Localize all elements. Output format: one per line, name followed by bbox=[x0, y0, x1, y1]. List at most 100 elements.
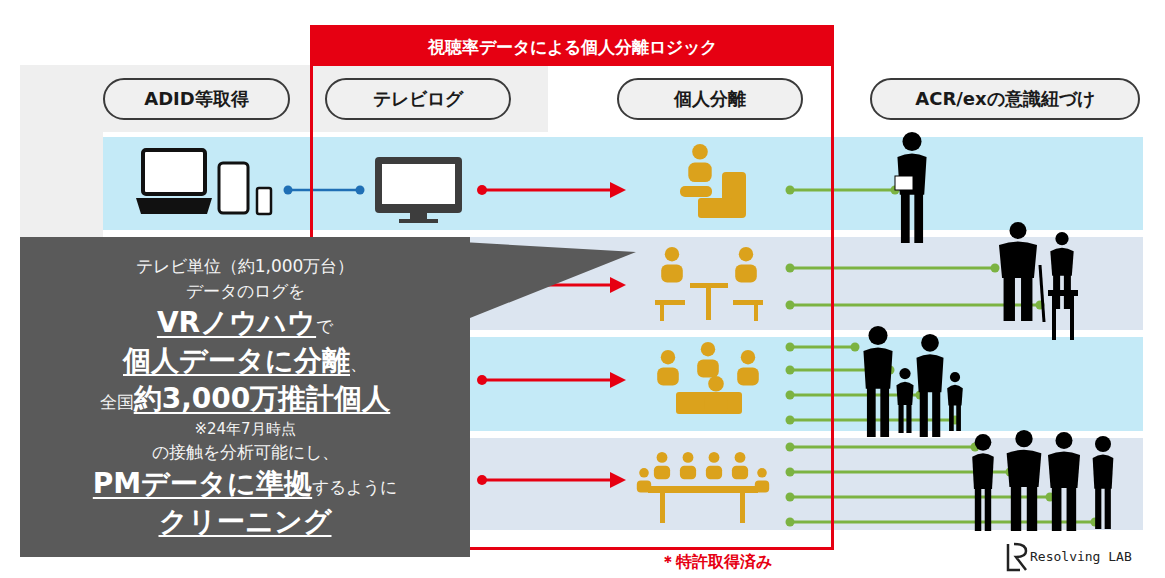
node-text: VRノウハウ bbox=[157, 306, 316, 339]
header-ground bbox=[20, 65, 548, 132]
line-dot bbox=[786, 416, 795, 425]
logo-text: Resolving LAB bbox=[1030, 549, 1132, 564]
red-arrow bbox=[482, 479, 614, 482]
callout-line: 個人データに分離、 bbox=[123, 342, 367, 380]
line-dot bbox=[786, 468, 795, 477]
node-text: で bbox=[316, 316, 333, 336]
arrow-head bbox=[610, 472, 626, 488]
laptop-base bbox=[136, 198, 212, 214]
line-dot bbox=[786, 366, 795, 375]
gold-lap bbox=[680, 186, 712, 197]
red-arrow bbox=[482, 379, 614, 382]
node-text: ※24年7月時点 bbox=[194, 420, 295, 438]
node-text: の接触を分析可能にし、 bbox=[152, 442, 339, 462]
silhouette-leg bbox=[920, 391, 928, 437]
silhouette-head bbox=[1055, 232, 1068, 245]
logo-mark bbox=[1008, 544, 1026, 570]
red-arrow bbox=[482, 189, 614, 192]
link-dot bbox=[356, 186, 365, 195]
silhouette-leg bbox=[1067, 487, 1077, 531]
gold-table bbox=[690, 283, 728, 288]
header-pill: ACR/exの意識紐づけ bbox=[870, 78, 1140, 120]
gold-person-head bbox=[683, 452, 694, 463]
silhouette-body bbox=[1093, 454, 1114, 488]
gold-person-body bbox=[654, 466, 670, 480]
silhouette-leg bbox=[1095, 488, 1101, 529]
gold-person-body bbox=[737, 367, 759, 385]
phone bbox=[257, 188, 271, 214]
gold-person-body bbox=[755, 481, 769, 493]
line-dot bbox=[851, 343, 860, 352]
node-text: 個人分離 bbox=[674, 87, 746, 111]
laptop-screen bbox=[143, 150, 205, 194]
line-dot bbox=[786, 343, 795, 352]
green-line bbox=[790, 267, 995, 270]
silhouette-leg bbox=[914, 194, 923, 243]
silhouette-body bbox=[947, 385, 963, 406]
line-dot bbox=[786, 301, 795, 310]
arrow-head bbox=[610, 372, 626, 388]
monitor-screen bbox=[382, 164, 455, 204]
silhouette-leg bbox=[975, 488, 981, 531]
arrow-dot bbox=[477, 375, 487, 385]
silhouette-leg bbox=[867, 388, 876, 437]
silhouette-leg bbox=[906, 404, 911, 433]
silhouette-body bbox=[863, 348, 892, 389]
node-text: 視聴率データによる個人分離ロジック bbox=[428, 36, 717, 59]
silhouette-head bbox=[1056, 432, 1073, 449]
gold-person-head bbox=[701, 342, 715, 356]
gold-person-body bbox=[704, 395, 727, 415]
node-text: ADID等取得 bbox=[144, 87, 249, 111]
gold-seat bbox=[655, 300, 685, 305]
gold-person-head bbox=[657, 452, 668, 463]
node-text: テレビログ bbox=[373, 87, 463, 111]
silhouette-head bbox=[899, 368, 910, 379]
node-text: データのログを bbox=[186, 281, 305, 301]
silhouette-head bbox=[921, 334, 939, 352]
callout-panel: テレビ単位（約1,000万台） データのログを VRノウハウで個人データに分離、全国… bbox=[20, 237, 470, 557]
cane bbox=[1040, 265, 1044, 322]
silhouette-leg bbox=[1004, 277, 1015, 321]
silhouette-head bbox=[950, 372, 960, 382]
monitor-stand bbox=[410, 213, 427, 220]
node-text: テレビ単位（約1,000万台） bbox=[136, 256, 355, 276]
gold-person-body bbox=[688, 163, 711, 183]
arrow-dot bbox=[477, 185, 487, 195]
gold-person-body bbox=[697, 359, 719, 377]
gold-table-leg bbox=[660, 493, 665, 523]
silhouette-head bbox=[902, 132, 921, 151]
gold-person-head bbox=[739, 247, 753, 261]
callout-line: ※24年7月時点 bbox=[194, 418, 295, 440]
callout-line: クリーニング bbox=[159, 503, 332, 541]
patent-note: ＊特許取得済み bbox=[660, 552, 772, 573]
gold-person-body bbox=[680, 466, 696, 480]
gold-table-leg bbox=[706, 288, 711, 320]
node-text: 全国 bbox=[100, 392, 134, 412]
green-line bbox=[790, 304, 1040, 307]
silhouette-head bbox=[1010, 222, 1027, 239]
silhouette-leg bbox=[1021, 277, 1032, 321]
header-pill: ADID等取得 bbox=[103, 78, 290, 120]
node-text: するように bbox=[312, 477, 397, 497]
gold-person-body bbox=[706, 466, 722, 480]
silhouette-body bbox=[896, 382, 913, 405]
silhouette-leg bbox=[880, 388, 889, 437]
monitor-frame bbox=[375, 157, 462, 213]
stool-leg bbox=[1070, 296, 1074, 340]
gold-seat-leg bbox=[660, 305, 664, 321]
node-text: 個人データに分離 bbox=[123, 344, 350, 377]
silhouette-leg bbox=[1052, 487, 1062, 531]
node-text: ACR/exの意識紐づけ bbox=[915, 87, 1094, 111]
silhouette-head bbox=[975, 434, 992, 451]
line-dot bbox=[786, 264, 795, 273]
node-text: 約3,000万推計個人 bbox=[134, 382, 391, 415]
gold-person-head bbox=[692, 144, 708, 160]
arrow-head bbox=[610, 277, 626, 293]
silhouette-leg bbox=[898, 404, 903, 433]
gold-person-body bbox=[657, 367, 679, 385]
tablet bbox=[219, 163, 248, 213]
silhouette-body bbox=[1048, 452, 1080, 489]
gold-person-body bbox=[637, 481, 651, 493]
gold-seat-leg bbox=[754, 305, 758, 321]
